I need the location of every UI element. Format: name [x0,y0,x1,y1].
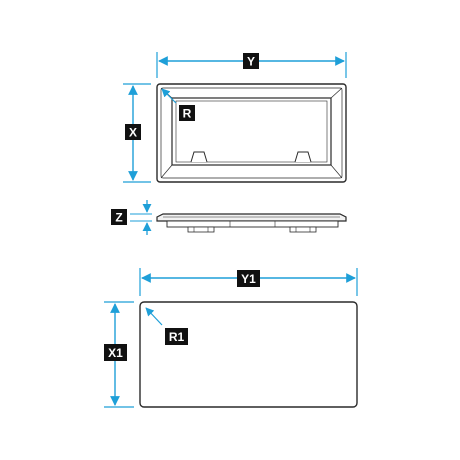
cutout-outline [139,301,358,408]
svg-text:Y: Y [247,55,255,69]
dimension-z [130,200,152,235]
label-y1: Y1 [237,270,260,287]
svg-text:R1: R1 [169,330,185,344]
cutout-radius-indicator [145,307,163,326]
corner-radius-indicator [161,88,177,104]
svg-text:X1: X1 [108,346,123,360]
label-x: X [125,124,141,140]
svg-text:Z: Z [115,211,122,225]
svg-text:R: R [183,107,192,121]
top-view-frame [156,83,347,183]
label-r: R [179,105,195,121]
label-r1: R1 [165,328,188,345]
side-view-profile [156,213,347,233]
svg-text:Y1: Y1 [241,272,256,286]
label-y: Y [243,53,259,69]
label-z: Z [111,209,127,225]
svg-text:X: X [129,126,137,140]
label-x1: X1 [104,344,127,361]
